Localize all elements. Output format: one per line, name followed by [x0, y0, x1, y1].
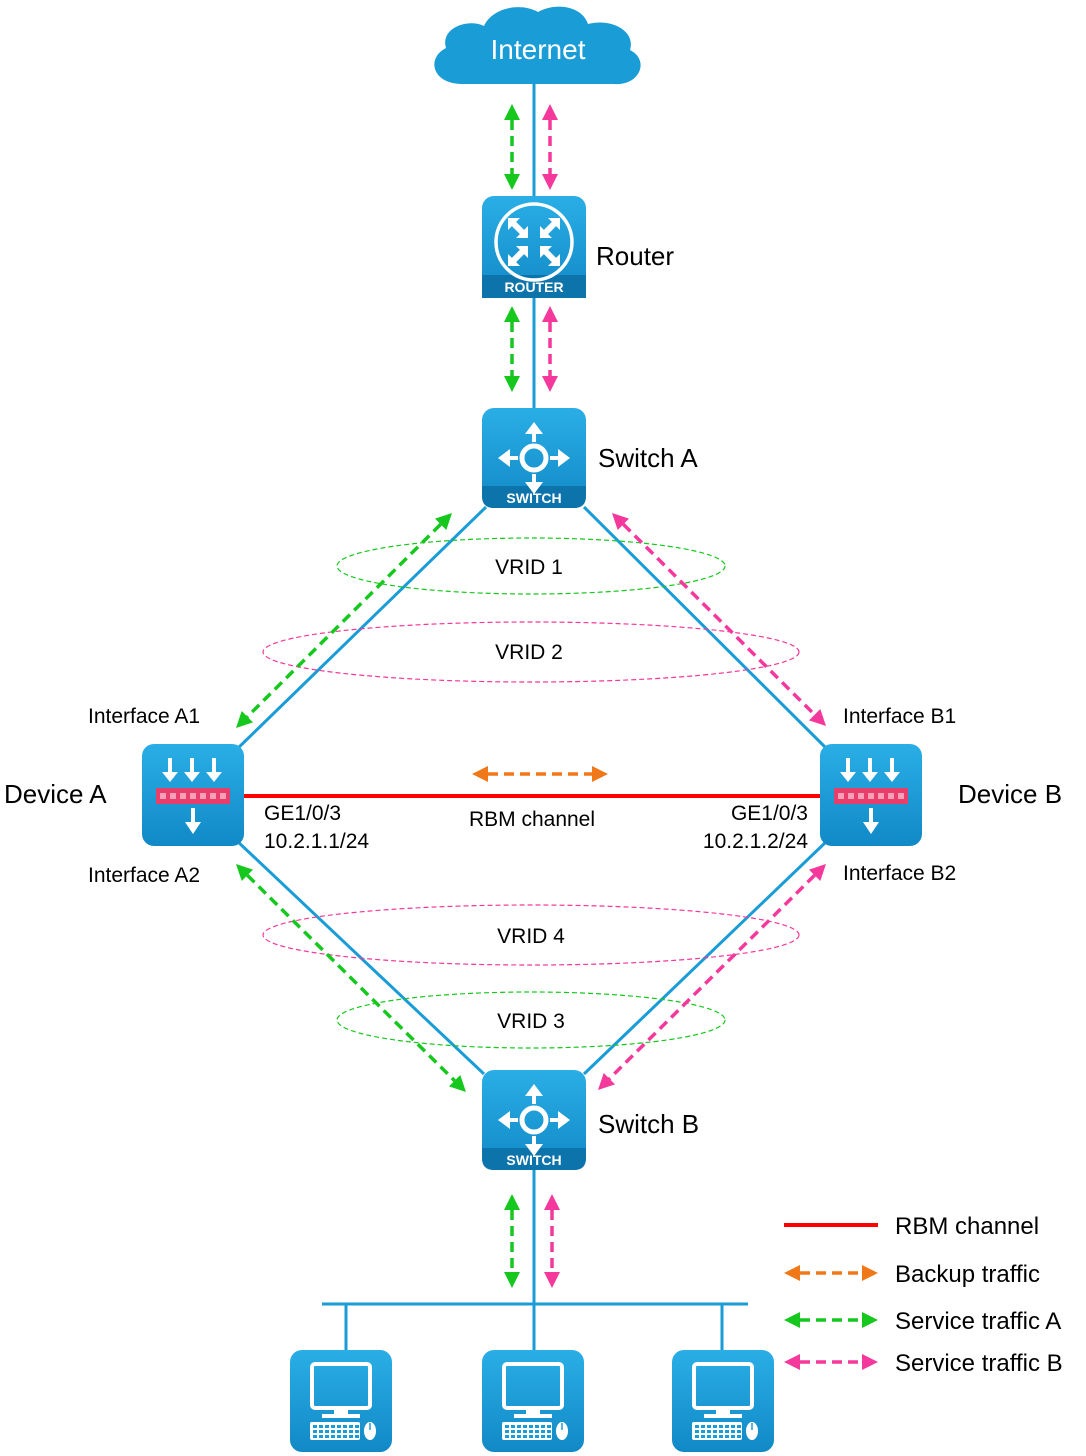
- arrow-switch-a-device-b: [612, 513, 826, 726]
- device-a-ip: 10.2.1.1/24: [264, 830, 369, 853]
- device-a-label: Device A: [4, 779, 107, 809]
- internet-cloud: Internet: [434, 6, 641, 85]
- arrow-router-switch-a-a: [504, 306, 520, 392]
- device-b-label: Device B: [958, 779, 1062, 809]
- arrow-switch-b-lan-a: [504, 1194, 520, 1288]
- device-b-port: GE1/0/3: [731, 802, 808, 825]
- vrid2-ellipse: [262, 621, 800, 683]
- vrid1-label: VRID 1: [495, 556, 563, 579]
- device-b-ip: 10.2.1.2/24: [703, 830, 808, 853]
- legend-backup-swatch: [784, 1265, 878, 1281]
- switch-a-node[interactable]: SWITCH: [482, 408, 586, 508]
- switch-a-label: Switch A: [598, 443, 698, 473]
- pc-group: [290, 1350, 774, 1452]
- link-switch-a-device-b: [582, 505, 830, 752]
- legend-service-b-swatch: [784, 1354, 878, 1370]
- computer-icon: [310, 1362, 376, 1440]
- interface-a1-label: Interface A1: [88, 705, 200, 728]
- router-label: Router: [596, 241, 674, 271]
- arrow-internet-router-a: [504, 104, 520, 190]
- legend: RBM channel Backup traffic Service traff…: [784, 1213, 1063, 1377]
- legend-arrow-swatches: [784, 1265, 878, 1370]
- arrow-backup-rbm: [472, 766, 608, 782]
- pc-2[interactable]: [482, 1350, 584, 1452]
- computer-icon: [502, 1362, 568, 1440]
- vrid4-ellipse: [262, 904, 800, 966]
- vrid-ellipses: [262, 537, 800, 1049]
- legend-service-b-label: Service traffic B: [895, 1350, 1063, 1377]
- link-device-b-switch-b: [582, 838, 830, 1076]
- vrid4-label: VRID 4: [497, 925, 565, 948]
- device-b-node[interactable]: [820, 744, 922, 846]
- switch-b-node[interactable]: SWITCH: [482, 1070, 586, 1170]
- legend-rbm-label: RBM channel: [895, 1213, 1039, 1240]
- router-node[interactable]: ROUTER: [482, 196, 586, 298]
- arrow-router-switch-a-b: [542, 306, 558, 392]
- router-icon: [494, 202, 574, 282]
- legend-backup-label: Backup traffic: [895, 1261, 1040, 1288]
- pc-3[interactable]: [672, 1350, 774, 1452]
- traffic-arrows: [236, 104, 826, 1288]
- link-device-a-switch-b: [234, 838, 486, 1076]
- firewall-icon: [156, 758, 230, 834]
- interface-b1-label: Interface B1: [843, 705, 956, 728]
- switch-badge: SWITCH: [506, 490, 561, 506]
- switch-badge: SWITCH: [506, 1152, 561, 1168]
- vrid2-label: VRID 2: [495, 641, 563, 664]
- device-a-node[interactable]: [142, 744, 244, 846]
- device-a-port: GE1/0/3: [264, 802, 341, 825]
- firewall-icon: [834, 758, 908, 834]
- arrow-device-b-switch-b: [598, 864, 826, 1090]
- switch-arrows-icon: [498, 422, 570, 494]
- router-badge: ROUTER: [504, 279, 563, 295]
- rbm-channel-label: RBM channel: [469, 808, 595, 831]
- vrid3-ellipse: [336, 991, 726, 1049]
- vrid1-ellipse: [336, 537, 726, 595]
- arrow-switch-a-device-a: [236, 513, 452, 728]
- switch-arrows-icon: [498, 1084, 570, 1156]
- computer-icon: [692, 1362, 758, 1440]
- arrow-switch-b-lan-b: [544, 1194, 560, 1288]
- legend-service-a-label: Service traffic A: [895, 1308, 1061, 1335]
- vrid3-label: VRID 3: [497, 1010, 565, 1033]
- internet-label: Internet: [491, 34, 586, 65]
- pc-1[interactable]: [290, 1350, 392, 1452]
- arrow-device-a-switch-b: [236, 864, 466, 1092]
- interface-b2-label: Interface B2: [843, 862, 956, 885]
- switch-b-label: Switch B: [598, 1109, 699, 1139]
- legend-service-a-swatch: [784, 1312, 878, 1328]
- arrow-internet-router-b: [542, 104, 558, 190]
- interface-a2-label: Interface A2: [88, 864, 200, 887]
